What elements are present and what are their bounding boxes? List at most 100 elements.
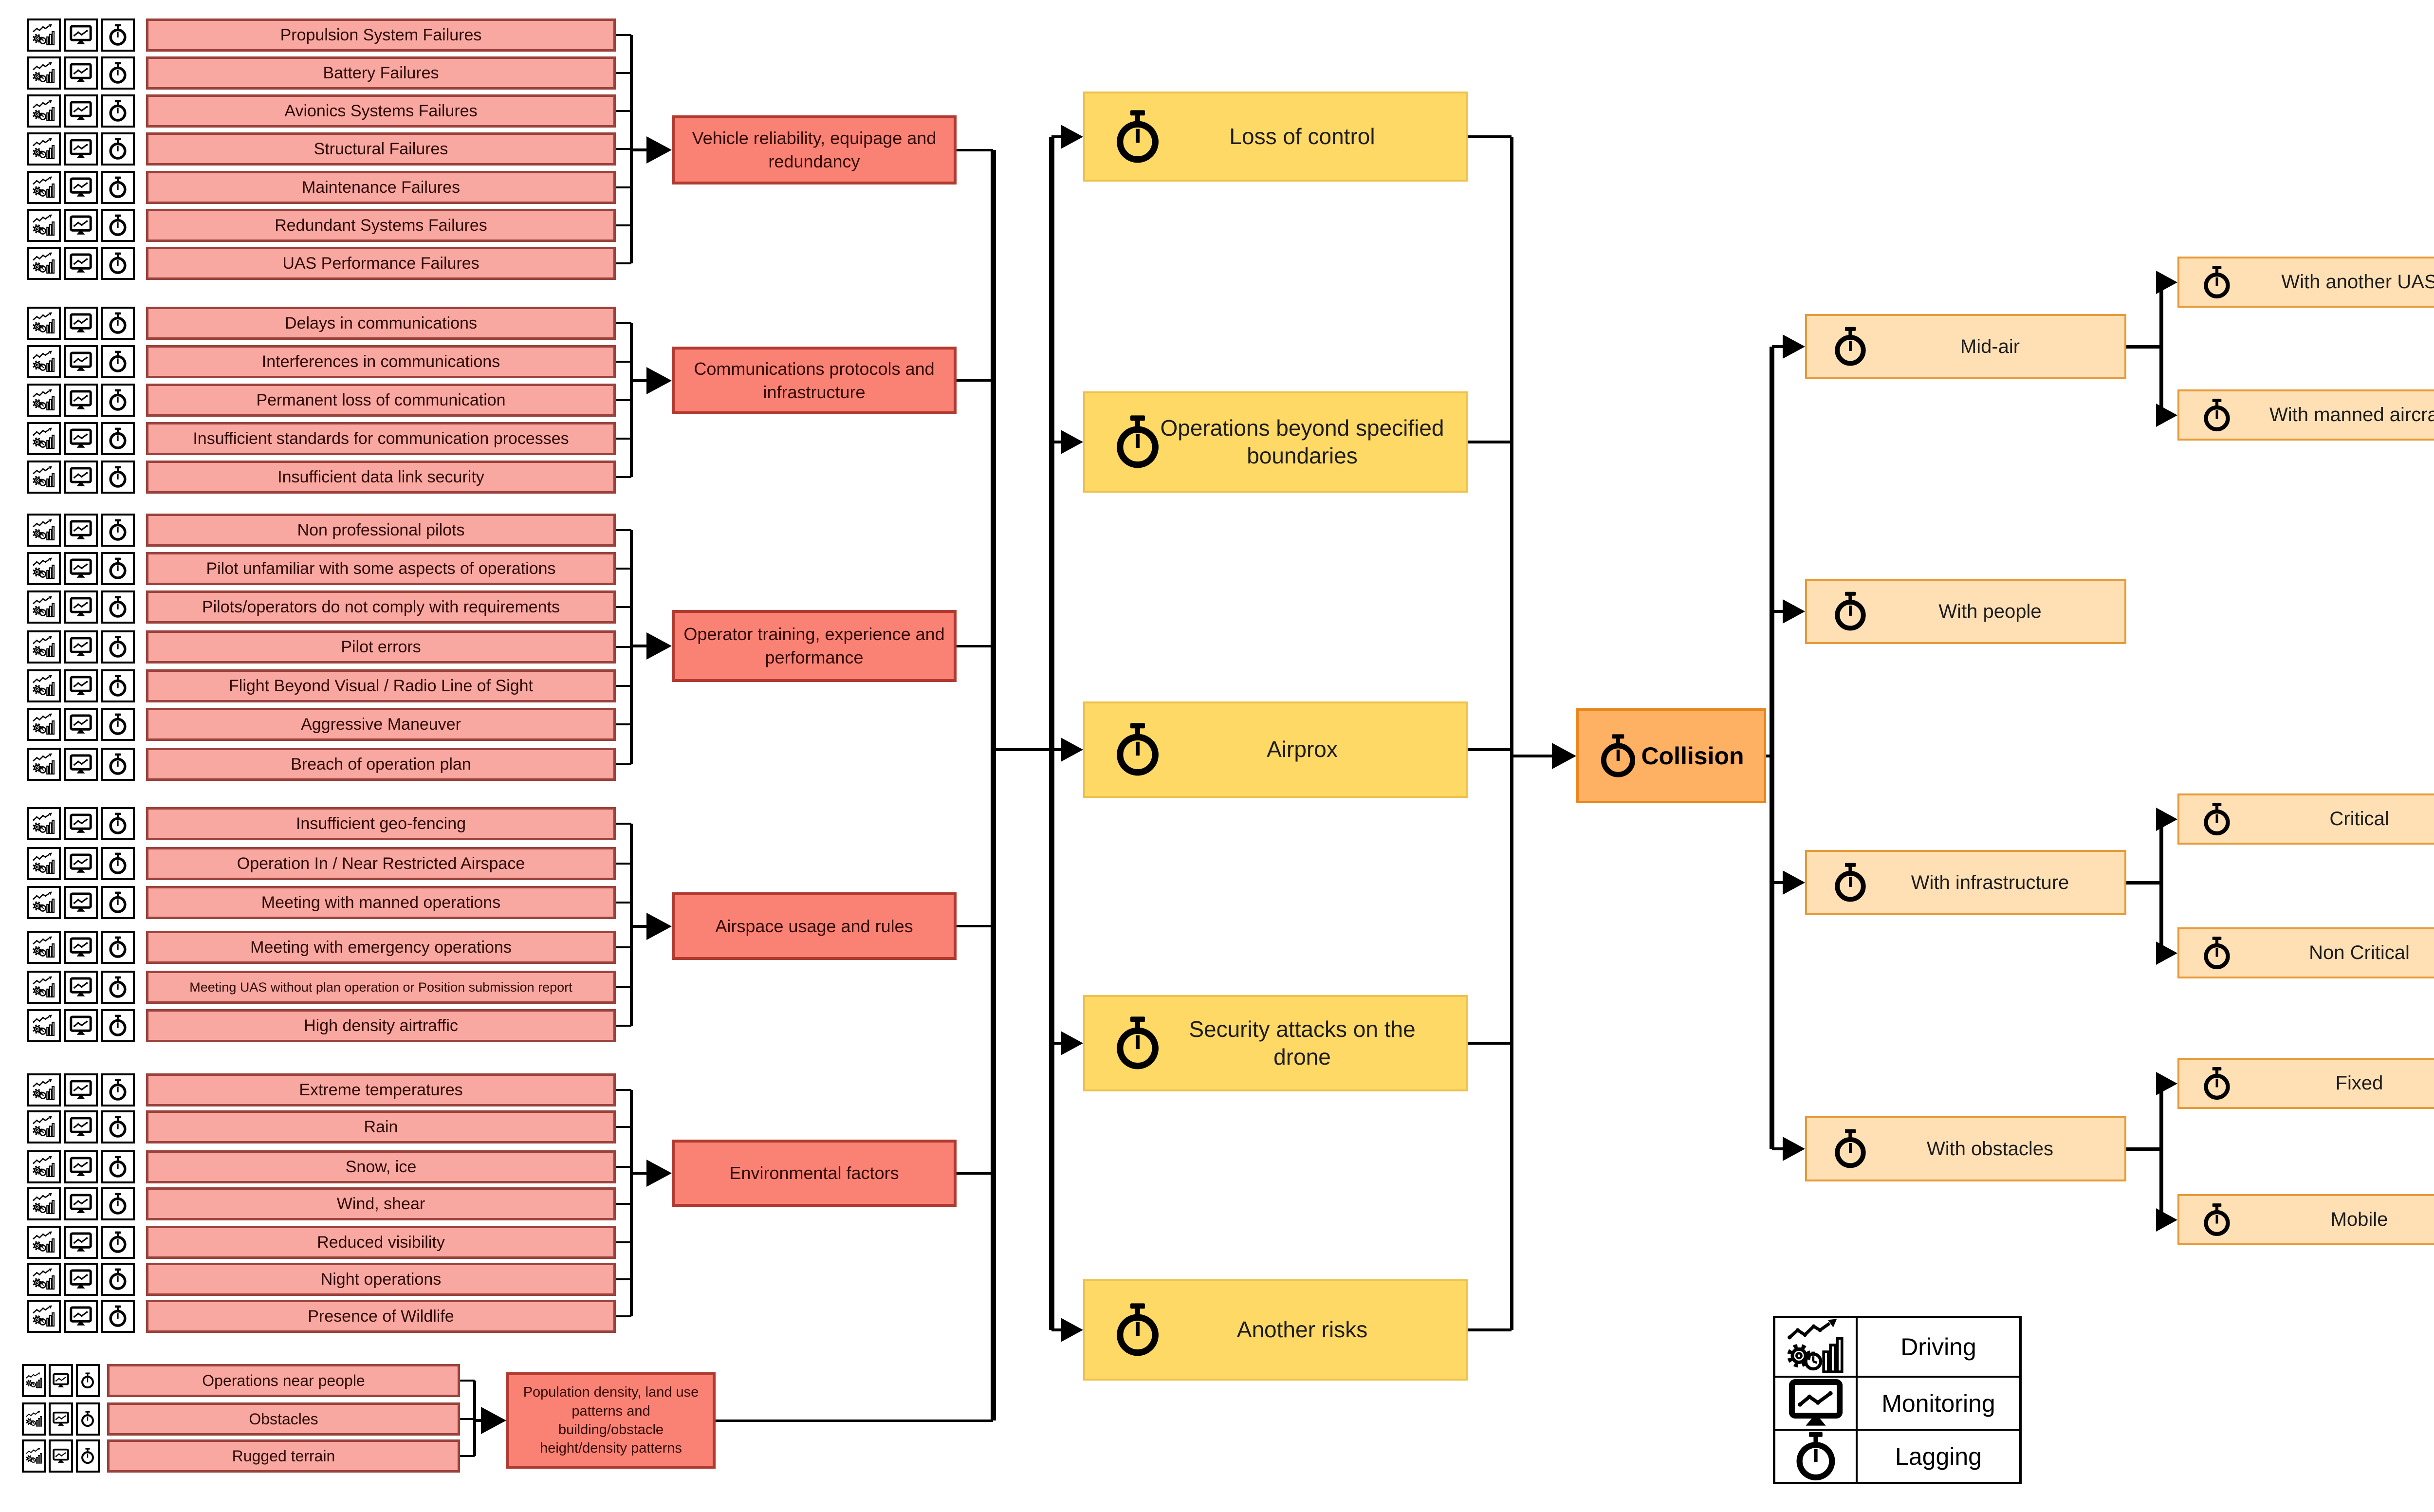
indicator-icon-strip xyxy=(27,971,135,1004)
indicator-cell xyxy=(64,94,98,128)
connector-line xyxy=(616,568,631,570)
indicator-icon-strip xyxy=(27,886,135,919)
connector-line xyxy=(1049,136,1054,1330)
indicator-icon-strip xyxy=(27,209,135,242)
lagging-icon xyxy=(107,62,129,84)
connector-line xyxy=(616,72,631,74)
category-box-label: Environmental factors xyxy=(729,1163,899,1183)
indicator-cell xyxy=(64,807,98,840)
monitoring-icon xyxy=(70,936,92,959)
driving-icon xyxy=(33,252,55,275)
connector-line xyxy=(1468,441,1512,443)
lagging-icon xyxy=(107,427,129,450)
lagging-icon xyxy=(2202,936,2232,970)
hazard-box: Loss of control xyxy=(1083,92,1468,182)
driving-icon xyxy=(33,675,55,697)
connector-line xyxy=(2126,881,2161,885)
factor-box-label: Pilots/operators do not comply with requ… xyxy=(202,597,560,616)
indicator-cell xyxy=(64,18,98,52)
category-box-label: Operator training, experience and perfor… xyxy=(683,624,945,667)
indicator-icon-strip xyxy=(27,1009,135,1042)
driving-icon xyxy=(33,100,55,122)
factor-box: Aggressive Maneuver xyxy=(146,708,616,741)
connector-line xyxy=(1051,1042,1061,1045)
lagging-icon xyxy=(107,1156,129,1178)
connector-line xyxy=(1468,1328,1512,1331)
lagging-icon xyxy=(1113,722,1162,777)
arrowhead-icon xyxy=(1783,870,1805,895)
factor-box-label: Aggressive Maneuver xyxy=(301,715,461,734)
hazard-box-label: Operations beyond specified boundaries xyxy=(1160,415,1444,469)
indicator-cell xyxy=(64,1187,98,1220)
connector-line xyxy=(616,646,631,648)
indicator-icon-strip xyxy=(27,708,135,741)
factor-box: Avionics Systems Failures xyxy=(146,94,616,128)
lagging-icon xyxy=(107,675,129,697)
connector-line xyxy=(616,186,631,188)
indicator-icon-strip xyxy=(27,514,135,547)
legend-label: Driving xyxy=(1900,1333,1976,1361)
connector-line xyxy=(1051,1328,1061,1331)
connector-line xyxy=(1468,135,1512,138)
monitoring-icon xyxy=(70,596,92,618)
consequence-child-box: Non Critical xyxy=(2177,927,2434,978)
monitoring-icon xyxy=(70,350,92,373)
indicator-cell xyxy=(64,669,98,702)
connector-line xyxy=(1051,441,1061,443)
indicator-cell xyxy=(27,748,61,781)
factor-box-label: Maintenance Failures xyxy=(301,178,461,197)
monitoring-icon xyxy=(70,1231,92,1254)
indicator-cell xyxy=(101,807,135,840)
lagging-icon xyxy=(79,1372,96,1389)
consequence-child-box-label: With manned aircraft xyxy=(2269,404,2434,425)
connector-line xyxy=(630,323,633,477)
indicator-cell xyxy=(101,461,135,494)
factor-box: Insufficient geo-fencing xyxy=(146,807,616,840)
indicator-cell xyxy=(101,18,135,52)
connector-line xyxy=(616,1025,631,1027)
connector-line xyxy=(616,1126,631,1128)
factor-box-label: Insufficient geo-fencing xyxy=(295,814,466,833)
factor-box-label: Meeting with manned operations xyxy=(261,893,501,912)
factor-box-label: Snow, ice xyxy=(345,1157,417,1176)
factor-box-label: Interferences in communications xyxy=(261,352,500,371)
arrowhead-icon xyxy=(646,912,672,940)
lagging-icon xyxy=(107,519,129,541)
monitoring-icon xyxy=(70,636,92,658)
indicator-cell xyxy=(27,209,61,242)
indicator-cell xyxy=(101,307,135,340)
factor-box-label: Night operations xyxy=(320,1270,442,1289)
legend-label: Monitoring xyxy=(1881,1389,1995,1417)
indicator-icon-strip xyxy=(27,1300,135,1333)
lagging-icon xyxy=(1113,1016,1162,1071)
monitoring-icon xyxy=(70,1193,92,1215)
driving-icon xyxy=(33,812,55,835)
lagging-icon xyxy=(107,891,129,914)
indicator-cell xyxy=(64,847,98,880)
arrowhead-icon xyxy=(481,1407,506,1434)
connector-line xyxy=(993,748,1051,751)
indicator-icon-strip xyxy=(27,171,135,204)
indicator-cell xyxy=(64,1226,98,1259)
indicator-cell xyxy=(27,1150,61,1183)
factor-box-label: Battery Failures xyxy=(323,63,439,82)
indicator-cell xyxy=(101,708,135,741)
consequence-box: With infrastructure xyxy=(1805,850,2126,915)
indicator-icon-strip xyxy=(27,1226,135,1259)
indicator-cell xyxy=(75,1364,100,1397)
monitoring-icon xyxy=(70,852,92,875)
indicator-icon-strip xyxy=(27,748,135,781)
indicator-cell xyxy=(27,552,61,585)
category-box-label: Airspace usage and rules xyxy=(715,916,913,936)
indicator-icon-strip xyxy=(27,461,135,494)
consequence-child-box-label: With another UAS xyxy=(2281,271,2434,293)
indicator-cell xyxy=(27,886,61,919)
indicator-cell xyxy=(101,1226,135,1259)
indicator-cell xyxy=(101,1009,135,1042)
indicator-cell xyxy=(75,1439,100,1473)
connector-line xyxy=(957,645,993,647)
arrowhead-icon xyxy=(1783,1137,1805,1161)
lagging-icon xyxy=(107,1014,129,1037)
indicator-cell xyxy=(101,132,135,166)
connector-line xyxy=(460,1380,475,1382)
